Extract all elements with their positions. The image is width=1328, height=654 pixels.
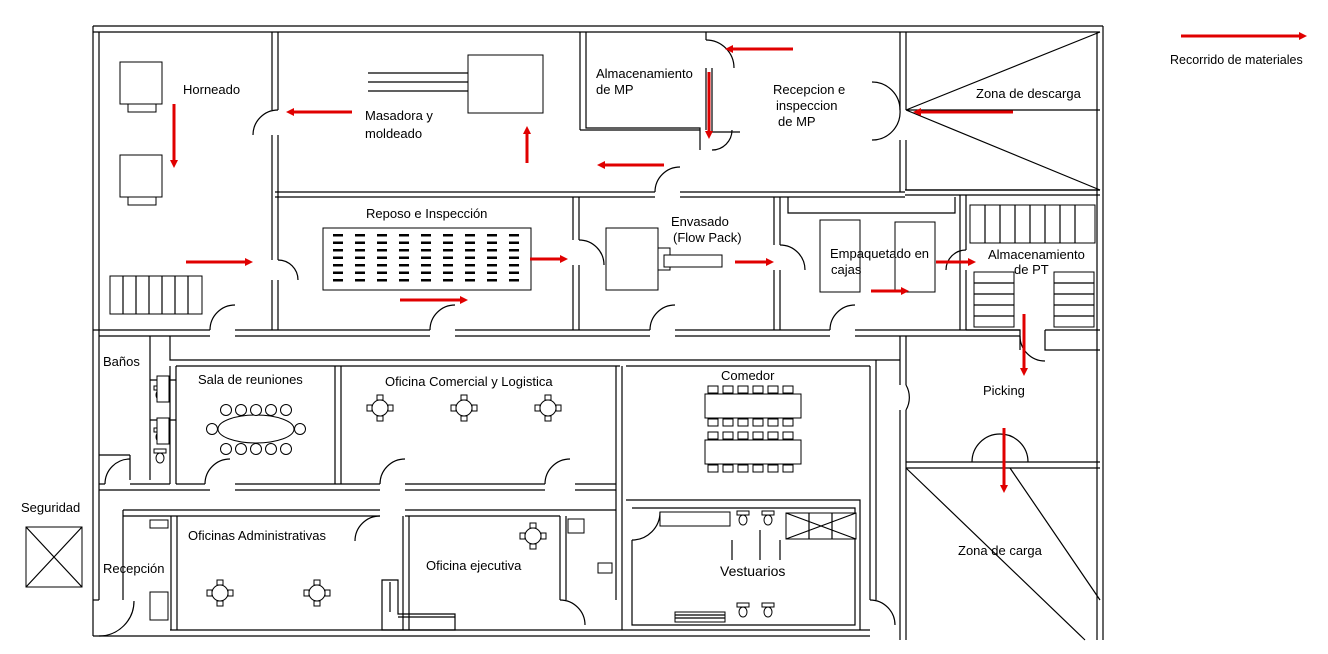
label-alm-pt-1: Almacenamiento <box>988 247 1085 262</box>
label-alm-pt-2: de PT <box>1014 262 1049 277</box>
label-banos: Baños <box>103 354 140 369</box>
label-envasado-1: Envasado <box>671 214 729 229</box>
label-vestuarios: Vestuarios <box>720 563 785 579</box>
label-recepcion-3: de MP <box>778 114 816 129</box>
legend: Recorrido de materiales <box>1170 32 1307 67</box>
label-horneado: Horneado <box>183 82 240 97</box>
label-empaquetado-1: Empaquetado en <box>830 246 929 261</box>
equipment <box>25 54 1096 631</box>
label-zona-descarga: Zona de descarga <box>976 86 1082 101</box>
label-masadora-2: moldeado <box>365 126 422 141</box>
label-oficina-comercial: Oficina Comercial y Logistica <box>385 374 553 389</box>
room-labels: Horneado Masadora y moldeado Almacenamie… <box>21 66 1085 579</box>
loading-zones <box>905 31 1101 641</box>
label-recepcion-1: Recepcion e <box>773 82 845 97</box>
label-empaquetado-2: cajas <box>831 262 862 277</box>
legend-label: Recorrido de materiales <box>1170 53 1303 67</box>
label-masadora-1: Masadora y <box>365 108 433 123</box>
label-envasado-2: (Flow Pack) <box>673 230 742 245</box>
label-alm-mp-1: Almacenamiento <box>596 66 693 81</box>
label-recepcion-2: inspeccion <box>776 98 837 113</box>
label-sala-reuniones: Sala de reuniones <box>198 372 303 387</box>
label-reposo: Reposo e Inspección <box>366 206 487 221</box>
label-seguridad: Seguridad <box>21 500 80 515</box>
doors <box>98 39 1046 637</box>
label-oficina-ejecutiva: Oficina ejecutiva <box>426 558 522 573</box>
walls <box>92 25 1104 640</box>
label-recepcion-office: Recepción <box>103 561 164 576</box>
label-comedor: Comedor <box>721 368 775 383</box>
label-oficinas-admin: Oficinas Administrativas <box>188 528 326 543</box>
material-flow-arrows <box>170 45 1028 493</box>
label-alm-mp-2: de MP <box>596 82 634 97</box>
label-zona-carga: Zona de carga <box>958 543 1043 558</box>
label-picking: Picking <box>983 383 1025 398</box>
